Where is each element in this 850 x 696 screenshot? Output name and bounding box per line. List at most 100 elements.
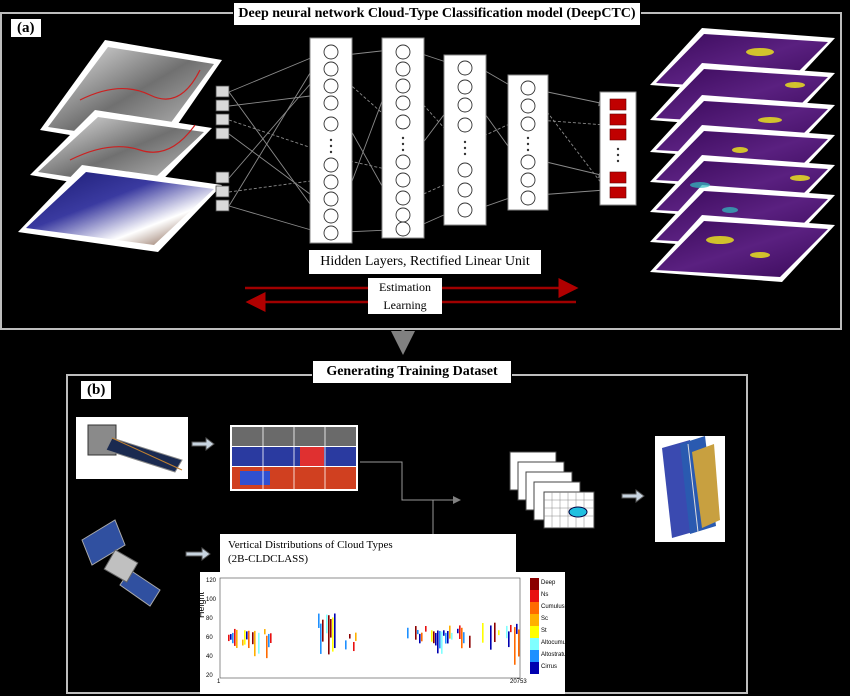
- cloud-mark: [451, 632, 453, 640]
- colorbar-segment: [530, 638, 539, 650]
- cloud-mark: [431, 630, 433, 642]
- hidden-layer-2: [381, 37, 425, 239]
- hidden-layer-1: [309, 37, 353, 244]
- cloud-mark: [258, 632, 260, 654]
- legend-label: St: [541, 628, 547, 634]
- cloud-mark: [270, 633, 272, 644]
- cloud-mark: [449, 625, 451, 639]
- cloud-mark: [230, 634, 232, 640]
- plot-marks: [228, 613, 520, 665]
- cloud-mark: [322, 619, 324, 642]
- colorbar-segment: [530, 578, 539, 590]
- cloud-mark: [433, 631, 435, 644]
- colorbar-segment: [530, 662, 539, 674]
- cloud-mark: [232, 632, 234, 644]
- cloud-mark: [266, 635, 268, 659]
- y-tick-label: 80: [206, 616, 213, 622]
- cloud-mark: [244, 630, 246, 645]
- input-nodes: [215, 85, 230, 212]
- output-layer: [599, 91, 637, 206]
- cloud-mark: [332, 617, 334, 652]
- panel-a-title: Deep neural network Cloud-Type Classific…: [233, 2, 641, 26]
- legend-label: Cumulus: [541, 604, 565, 610]
- cloud-mark: [490, 625, 492, 650]
- cloud-mark: [469, 635, 471, 648]
- arrow-to-profile-icon: [185, 547, 211, 561]
- arrow-to-grid-icon: [191, 437, 215, 451]
- cloud-mark: [254, 630, 256, 657]
- training-grid-stack: [509, 451, 595, 529]
- cloud-mark: [236, 629, 238, 648]
- cloud-mark: [242, 639, 244, 646]
- cloud-mark: [334, 613, 336, 649]
- vertical-label-line2: (2B-CLDCLASS): [228, 553, 309, 565]
- y-tick-label: 120: [206, 578, 217, 584]
- arrow-to-output-icon: [621, 489, 645, 503]
- cloud-mark: [510, 624, 512, 633]
- cloud-mark: [514, 627, 516, 665]
- cloud-mark: [318, 613, 320, 628]
- input-image-stack: [18, 40, 222, 252]
- cloud-mark: [415, 626, 417, 640]
- legend-label: Cirrus: [541, 664, 557, 670]
- cloud-mark: [447, 631, 449, 644]
- hidden-layers-label: Hidden Layers, Rectified Linear Unit: [309, 250, 541, 274]
- legend-label: Sc: [541, 616, 549, 622]
- panel-a-tag: (a): [10, 18, 42, 38]
- legend-label: Altostratus: [541, 652, 570, 658]
- x-tick-left: 1: [217, 679, 221, 685]
- cloud-mark: [459, 625, 461, 639]
- cloud-mark: [437, 630, 439, 654]
- cloud-mark: [518, 629, 520, 657]
- colorbar: [530, 578, 539, 674]
- cloud-mark: [443, 630, 445, 636]
- cloud-mark: [246, 631, 248, 640]
- cloud-mark: [417, 629, 419, 635]
- panel-b-title: Generating Training Dataset: [312, 360, 512, 384]
- cloud-mark: [234, 628, 236, 646]
- cloud-mark: [355, 632, 357, 641]
- cloud-profile-plot: [200, 572, 565, 694]
- cloud-mark: [345, 640, 347, 650]
- cloud-mark: [506, 625, 508, 639]
- cloud-mark: [268, 633, 270, 648]
- cloud-mark: [494, 622, 496, 643]
- satellite-2-icon: [81, 519, 161, 607]
- cloud-mark: [407, 627, 409, 639]
- cloud-mark: [441, 631, 443, 654]
- output-swath-image: [655, 436, 725, 542]
- satellite-1-icon: [76, 417, 188, 479]
- legend-label: Altocumulus: [541, 640, 574, 646]
- colorbar-segment: [530, 626, 539, 638]
- colorbar-segment: [530, 590, 539, 602]
- cloud-mark: [326, 614, 328, 634]
- cloud-mark: [508, 631, 510, 648]
- cloud-mark: [353, 641, 355, 652]
- cloud-mark: [425, 625, 427, 632]
- cloud-mark: [228, 634, 230, 642]
- cloud-mark: [349, 634, 351, 639]
- cloud-mark: [457, 628, 459, 634]
- learning-label: Learning: [368, 296, 442, 314]
- colorbar-segment: [530, 602, 539, 614]
- cloud-mark: [419, 633, 421, 644]
- cloud-mark: [482, 623, 484, 643]
- cloud-mark: [330, 619, 332, 638]
- cloud-mark: [498, 630, 500, 636]
- cloud-mark: [421, 632, 423, 642]
- y-tick-label: 60: [206, 635, 213, 641]
- colorbar-segment: [530, 650, 539, 662]
- plot-ylabel: Height: [196, 591, 207, 619]
- legend-label: Deep: [541, 580, 556, 586]
- legend-label: Ns: [541, 592, 549, 598]
- colorbar-segment: [530, 614, 539, 626]
- cloud-mark: [439, 630, 441, 649]
- y-tick-label: 40: [206, 654, 213, 660]
- cloud-mark: [320, 623, 322, 654]
- cloud-mark: [328, 615, 330, 655]
- cloud-mark: [248, 630, 250, 649]
- hidden-layer-4: [507, 74, 549, 211]
- cloud-mark: [445, 632, 447, 644]
- estimation-label: Estimation: [368, 278, 442, 296]
